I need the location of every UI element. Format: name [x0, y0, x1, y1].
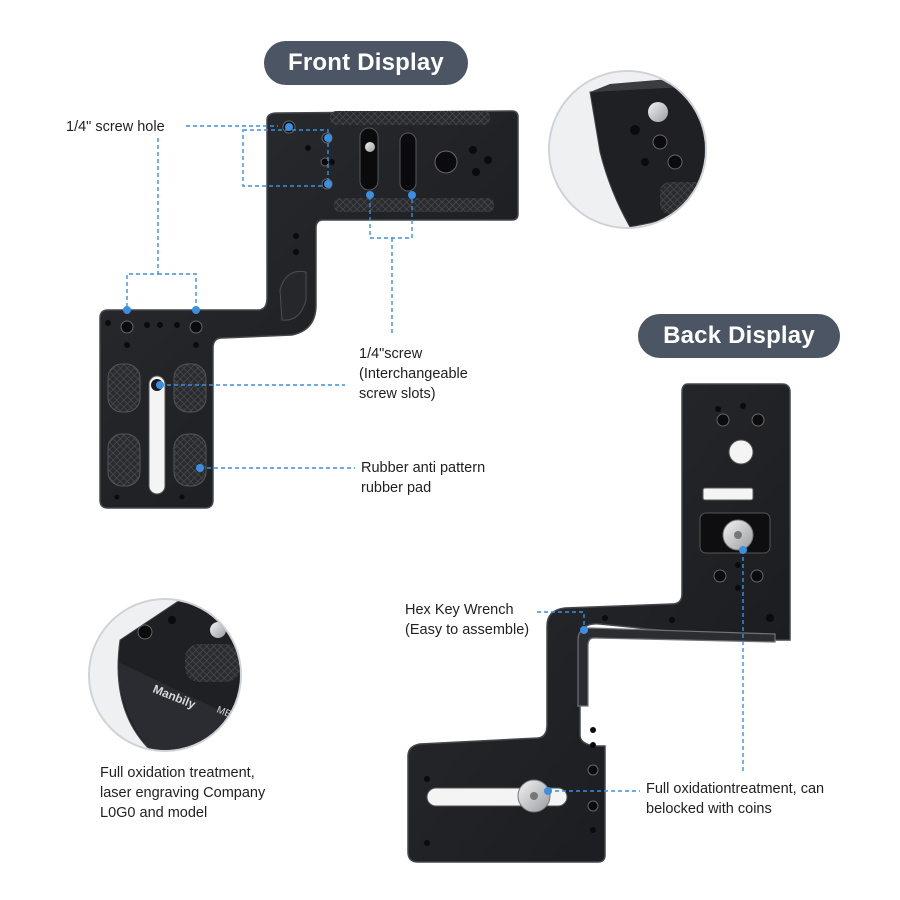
- hex-key-icon: [577, 627, 776, 707]
- callout-rubber-pad-line-2: rubber pad: [361, 480, 432, 496]
- callout-oxidation-logo-line-3: L0G0 and model: [100, 805, 208, 821]
- detail-zoom-logo-art: Manbily MB: [90, 600, 240, 750]
- callout-lines: [126, 125, 744, 792]
- detail-zoom-logo: Manbily MB: [88, 598, 242, 752]
- callout-screw-hole-text: 1/4" screw hole: [66, 119, 165, 135]
- callout-hex-key: Hex Key Wrench (Easy to assemble): [405, 600, 529, 640]
- callout-dots: [123, 123, 747, 795]
- callout-screw-hole: 1/4" screw hole: [66, 117, 165, 137]
- callout-hex-key-line-1: Hex Key Wrench: [405, 602, 514, 618]
- callout-hex-key-line-2: (Easy to assemble): [405, 622, 530, 638]
- back-plate: [407, 383, 791, 863]
- callout-oxidation-logo-line-2: laser engraving Company: [100, 785, 266, 801]
- callout-screw-line-3: screw slots): [359, 386, 436, 402]
- detail-zoom-corner-art: [550, 72, 705, 227]
- callout-oxidation-logo-line-1: Full oxidation treatment,: [100, 765, 255, 781]
- front-plate: [99, 110, 519, 509]
- detail-zoom-corner: [548, 70, 707, 229]
- callout-oxidation-logo: Full oxidation treatment, laser engravin…: [100, 763, 265, 823]
- callout-oxidation-coins-line-1: Full oxidationtreatment, can: [646, 781, 825, 797]
- front-display-heading-text: Front Display: [288, 49, 444, 76]
- back-display-heading: Back Display: [638, 314, 840, 358]
- callout-screw-line-1: 1/4"screw: [359, 346, 423, 362]
- rubber-pad-icon: [107, 363, 207, 487]
- callout-screw: 1/4"screw (Interchangeable screw slots): [359, 344, 468, 404]
- back-display-heading-text: Back Display: [663, 322, 815, 349]
- front-rubber-strip-bottom: [334, 198, 494, 212]
- callout-rubber-pad-line-1: Rubber anti pattern: [361, 460, 486, 476]
- callout-screw-line-2: (Interchangeable: [359, 366, 468, 382]
- front-display-heading: Front Display: [264, 41, 468, 85]
- thumb-screw-icon: [365, 142, 375, 152]
- front-rubber-strip-top: [330, 111, 490, 125]
- callout-rubber-pad: Rubber anti pattern rubber pad: [361, 458, 485, 498]
- callout-oxidation-coins-line-2: belocked with coins: [646, 801, 772, 817]
- callout-oxidation-coins: Full oxidationtreatment, can belocked wi…: [646, 779, 824, 819]
